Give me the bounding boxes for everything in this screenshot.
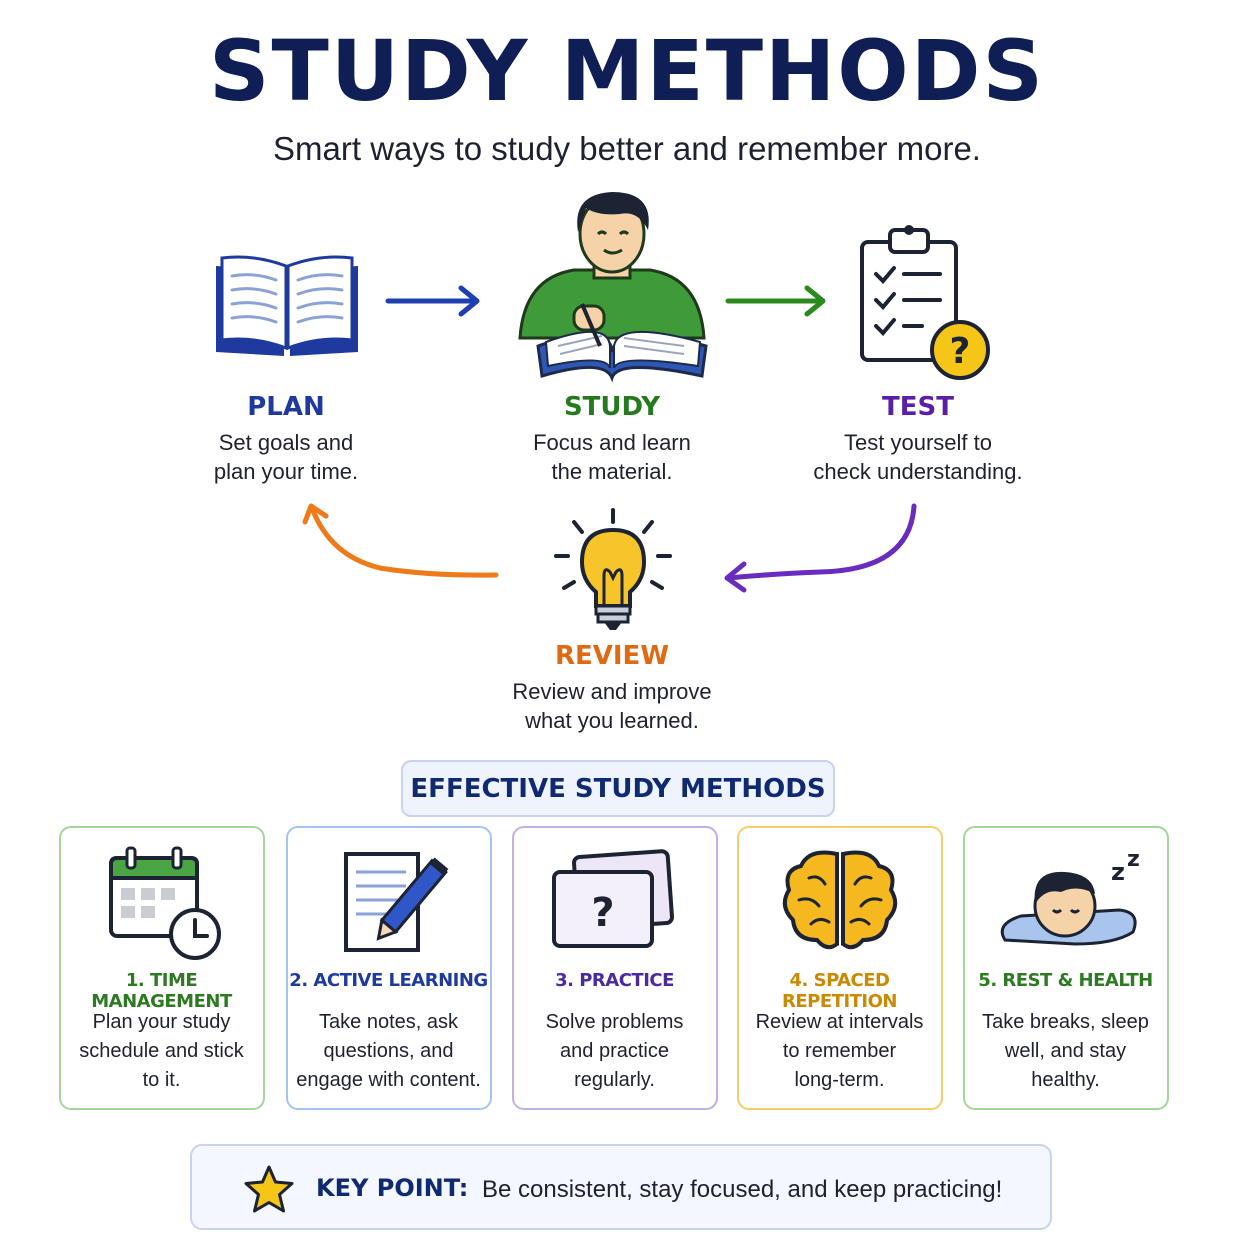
checklist-clipboard-icon: ? (860, 225, 990, 380)
sleeping-person-icon: z z (1000, 847, 1140, 946)
card-title: 4. SPACED REPETITION (782, 970, 897, 1012)
card-title: 2. ACTIVE LEARNING (289, 970, 488, 991)
card-desc: Plan your study schedule and stick to it… (79, 1011, 244, 1091)
arrow-study-to-test (725, 285, 826, 317)
lightbulb-icon (554, 508, 672, 630)
open-book-icon (216, 255, 358, 356)
method-card-practice: ? 3. PRACTICE Solve problems and practic… (512, 826, 718, 1110)
question-cards-icon: ? (552, 849, 674, 948)
key-point-text: Be consistent, stay focused, and keep pr… (482, 1176, 1003, 1203)
method-card-rest-health: z z 5. REST & HEALTH Take breaks, sleep … (963, 826, 1169, 1110)
calendar-clock-icon (109, 846, 221, 960)
star-icon (244, 1165, 294, 1213)
step-desc-plan: Set goals and plan your time. (213, 430, 359, 484)
method-card-spaced-repetition: 4. SPACED REPETITION Review at intervals… (737, 826, 943, 1110)
methods-heading-box: EFFECTIVE STUDY METHODS (401, 760, 835, 817)
key-point-banner: KEY POINT: Be consistent, stay focused, … (190, 1144, 1052, 1230)
student-reading-icon (518, 192, 708, 382)
svg-text:?: ? (950, 331, 971, 372)
svg-text:z: z (1111, 858, 1125, 886)
card-desc: Take notes, ask questions, and engage wi… (296, 1011, 481, 1091)
arrow-plan-to-study (385, 285, 480, 317)
step-label-plan: PLAN (247, 392, 325, 422)
arrow-review-to-plan (302, 503, 499, 578)
cycle-arrows (302, 285, 917, 593)
card-title: 1. TIME MANAGEMENT (91, 970, 232, 1012)
step-desc-review: Review and improve what you learned. (512, 679, 712, 733)
card-desc: Review at intervals to remember long-ter… (755, 1011, 924, 1091)
svg-text:?: ? (591, 890, 614, 936)
step-label-review: REVIEW (554, 641, 670, 671)
method-card-active-learning: 2. ACTIVE LEARNING Take notes, ask quest… (286, 826, 492, 1110)
methods-heading: EFFECTIVE STUDY METHODS (410, 773, 826, 804)
key-point-label: KEY POINT: (316, 1174, 469, 1202)
arrow-test-to-review (724, 503, 917, 593)
card-desc: Solve problems and practice regularly. (545, 1011, 684, 1091)
step-label-test: TEST (882, 392, 954, 422)
step-label-study: STUDY (563, 392, 661, 422)
notes-pencil-icon (344, 852, 449, 952)
page-title: STUDY METHODS (209, 22, 1045, 120)
card-desc: Take breaks, sleep well, and stay health… (982, 1011, 1149, 1091)
step-desc-study: Focus and learn the material. (533, 430, 691, 484)
page-subtitle: Smart ways to study better and remember … (273, 130, 981, 167)
card-title: 5. REST & HEALTH (978, 970, 1153, 991)
card-title: 3. PRACTICE (555, 970, 674, 991)
svg-text:z: z (1127, 847, 1140, 872)
brain-icon (782, 850, 898, 950)
step-desc-test: Test yourself to check understanding. (813, 430, 1023, 484)
method-card-time-management: 1. TIME MANAGEMENT Plan your study sched… (59, 826, 265, 1110)
